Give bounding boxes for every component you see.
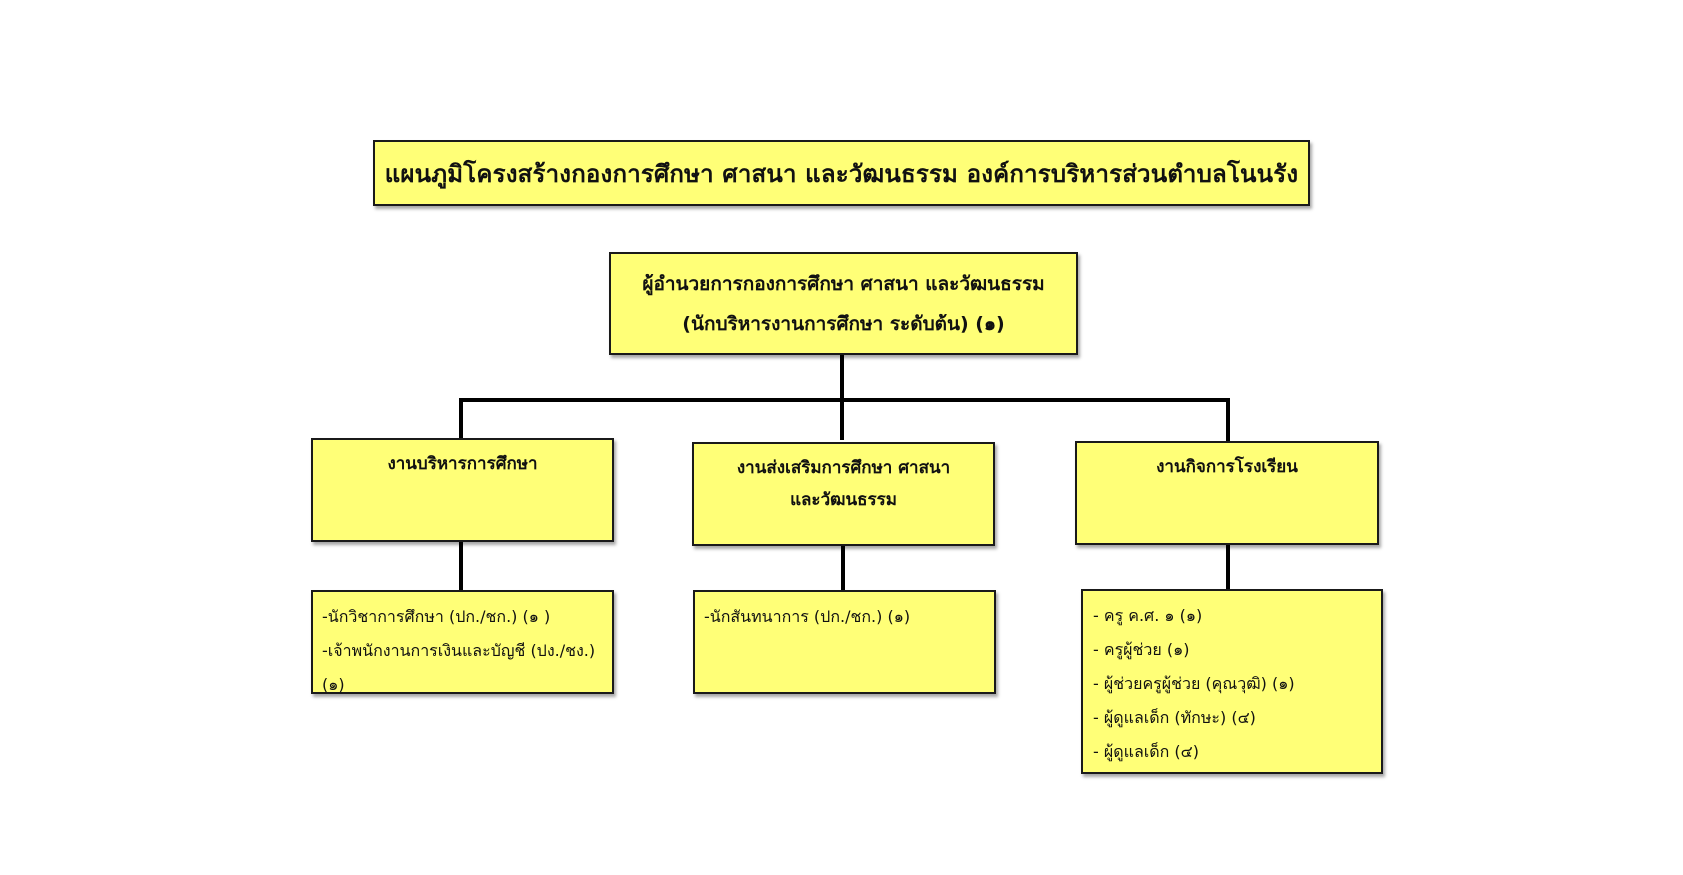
- staff-box-education-admin: -นักวิชาการศึกษา (ปก./ชก.) (๑ ) -เจ้าพนั…: [311, 590, 614, 694]
- chart-title: แผนภูมิโครงสร้างกองการศึกษา ศาสนา และวัฒ…: [384, 159, 1299, 188]
- staff-box-education-promotion: -นักสันทนาการ (ปก./ชก.) (๑): [693, 590, 996, 694]
- director-title: ผู้อำนวยการกองการศึกษา ศาสนา และวัฒนธรรม: [642, 272, 1045, 295]
- staff-item: - ผู้ดูแลเด็ก (ทักษะ) (๔): [1093, 708, 1256, 727]
- unit-label: งานส่งเสริมการศึกษา ศาสนา: [736, 458, 951, 478]
- director-box: ผู้อำนวยการกองการศึกษา ศาสนา และวัฒนธรรม…: [609, 252, 1078, 355]
- staff-item: -นักสันทนาการ (ปก./ชก.) (๑): [704, 607, 911, 626]
- chart-title-box: แผนภูมิโครงสร้างกองการศึกษา ศาสนา และวัฒ…: [373, 140, 1310, 206]
- unit-label: งานบริหารการศึกษา: [387, 454, 538, 474]
- unit-box-school-affairs: งานกิจการโรงเรียน: [1075, 441, 1379, 545]
- unit-label-line2: และวัฒนธรรม: [790, 490, 897, 510]
- staff-box-school-affairs: - ครู ค.ศ. ๑ (๑) - ครูผู้ช่วย (๑) - ผู้ช…: [1081, 589, 1383, 774]
- unit-box-education-promotion: งานส่งเสริมการศึกษา ศาสนา และวัฒนธรรม: [692, 442, 995, 546]
- staff-item: -เจ้าพนักงานการเงินและบัญชี (ปง./ชง.) (๑…: [322, 641, 596, 694]
- unit-label: งานกิจการโรงเรียน: [1156, 457, 1298, 477]
- staff-item: - ครูผู้ช่วย (๑): [1093, 640, 1190, 659]
- staff-item: -นักวิชาการศึกษา (ปก./ชก.) (๑ ): [322, 607, 551, 626]
- director-subtitle: (นักบริหารงานการศึกษา ระดับต้น) (๑): [682, 312, 1005, 335]
- unit-box-education-admin: งานบริหารการศึกษา: [311, 438, 614, 542]
- staff-item: - ผู้ช่วยครูผู้ช่วย (คุณวุฒิ) (๑): [1093, 674, 1295, 693]
- staff-item: - ผู้ดูแลเด็ก (๔): [1093, 742, 1199, 761]
- staff-item: - ครู ค.ศ. ๑ (๑): [1093, 606, 1203, 625]
